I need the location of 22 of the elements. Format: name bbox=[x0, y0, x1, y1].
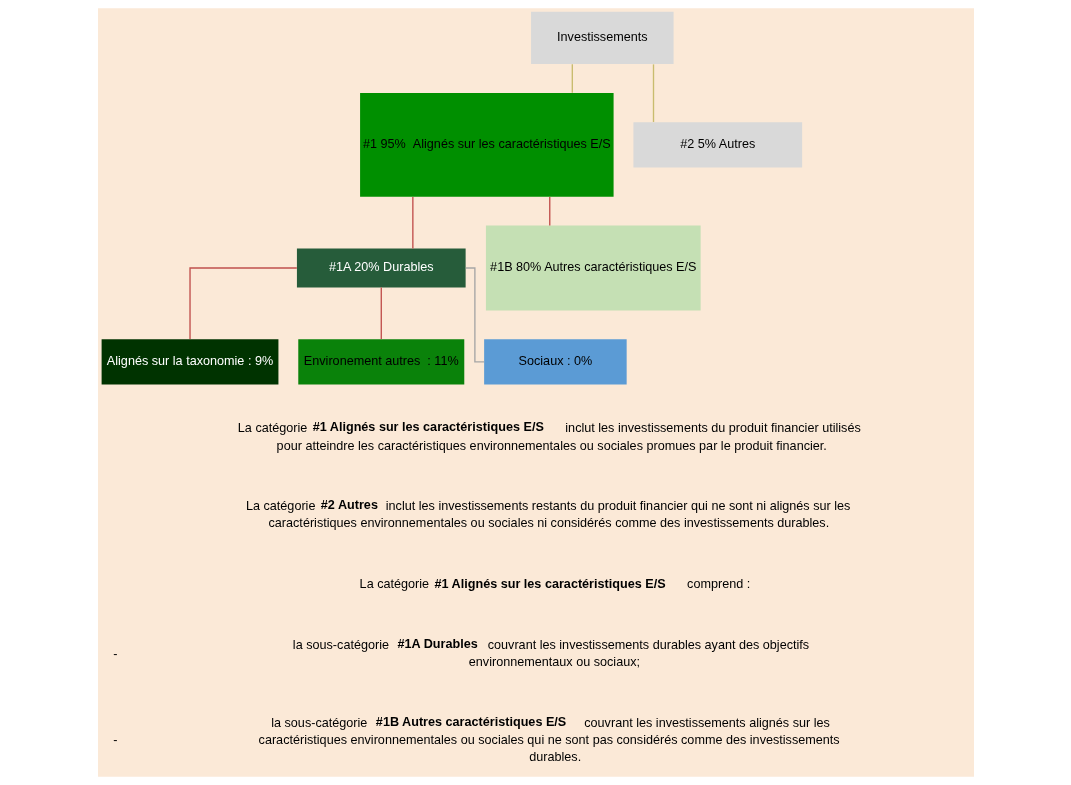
connector bbox=[411, 196, 414, 250]
label: - bbox=[112, 646, 118, 661]
node-box: Alignés sur la taxonomie : 9% bbox=[101, 339, 278, 385]
label: La catégorie #1 Alignés sur les caractéristiques E/S comprend : bbox=[359, 576, 750, 592]
label: la sous-catégorie #1A Durables couvrant les investissements durables ayant des objectifs environnementaux ou sociaux; bbox=[292, 636, 809, 670]
node-box: #2 5% Autres bbox=[632, 122, 802, 168]
connector bbox=[188, 267, 297, 340]
node-box: #1B 80% Autres caractéristiques E/S bbox=[485, 225, 701, 311]
label: - bbox=[112, 733, 118, 748]
node-box: #1 95% Alignés sur les caractéristiques E/S bbox=[359, 93, 614, 197]
node-box: Sociaux : 0% bbox=[483, 339, 627, 385]
connector bbox=[380, 286, 382, 340]
connector bbox=[464, 267, 485, 363]
node-box: Investissements bbox=[530, 11, 674, 65]
label: La catégorie #2 Autres inclut les investissements restants du produit financier qui ne sont ni alignés sur les caractéristiques environnementales ou sociales ni considérés comme des investissements durables. bbox=[245, 498, 850, 531]
label: la sous-catégorie #1B Autres caractéristiques E/S couvrant les investissements alignés sur les caractéristiques environnementales ou sociales qui ne sont pas considérés comme des investissements durables. bbox=[258, 715, 840, 765]
node-box: #1A 20% Durables bbox=[296, 248, 466, 288]
label: La catégorie #1 Alignés sur les caractéristiques E/S inclut les investissements du produit financier utilisés pour atteindre les caractéristiques environnementales ou sociales promues par le produit financier. bbox=[237, 420, 861, 453]
connector bbox=[548, 196, 550, 227]
connector bbox=[652, 63, 654, 123]
connector bbox=[571, 63, 573, 94]
node-box: Environement autres : 11% bbox=[297, 339, 464, 385]
